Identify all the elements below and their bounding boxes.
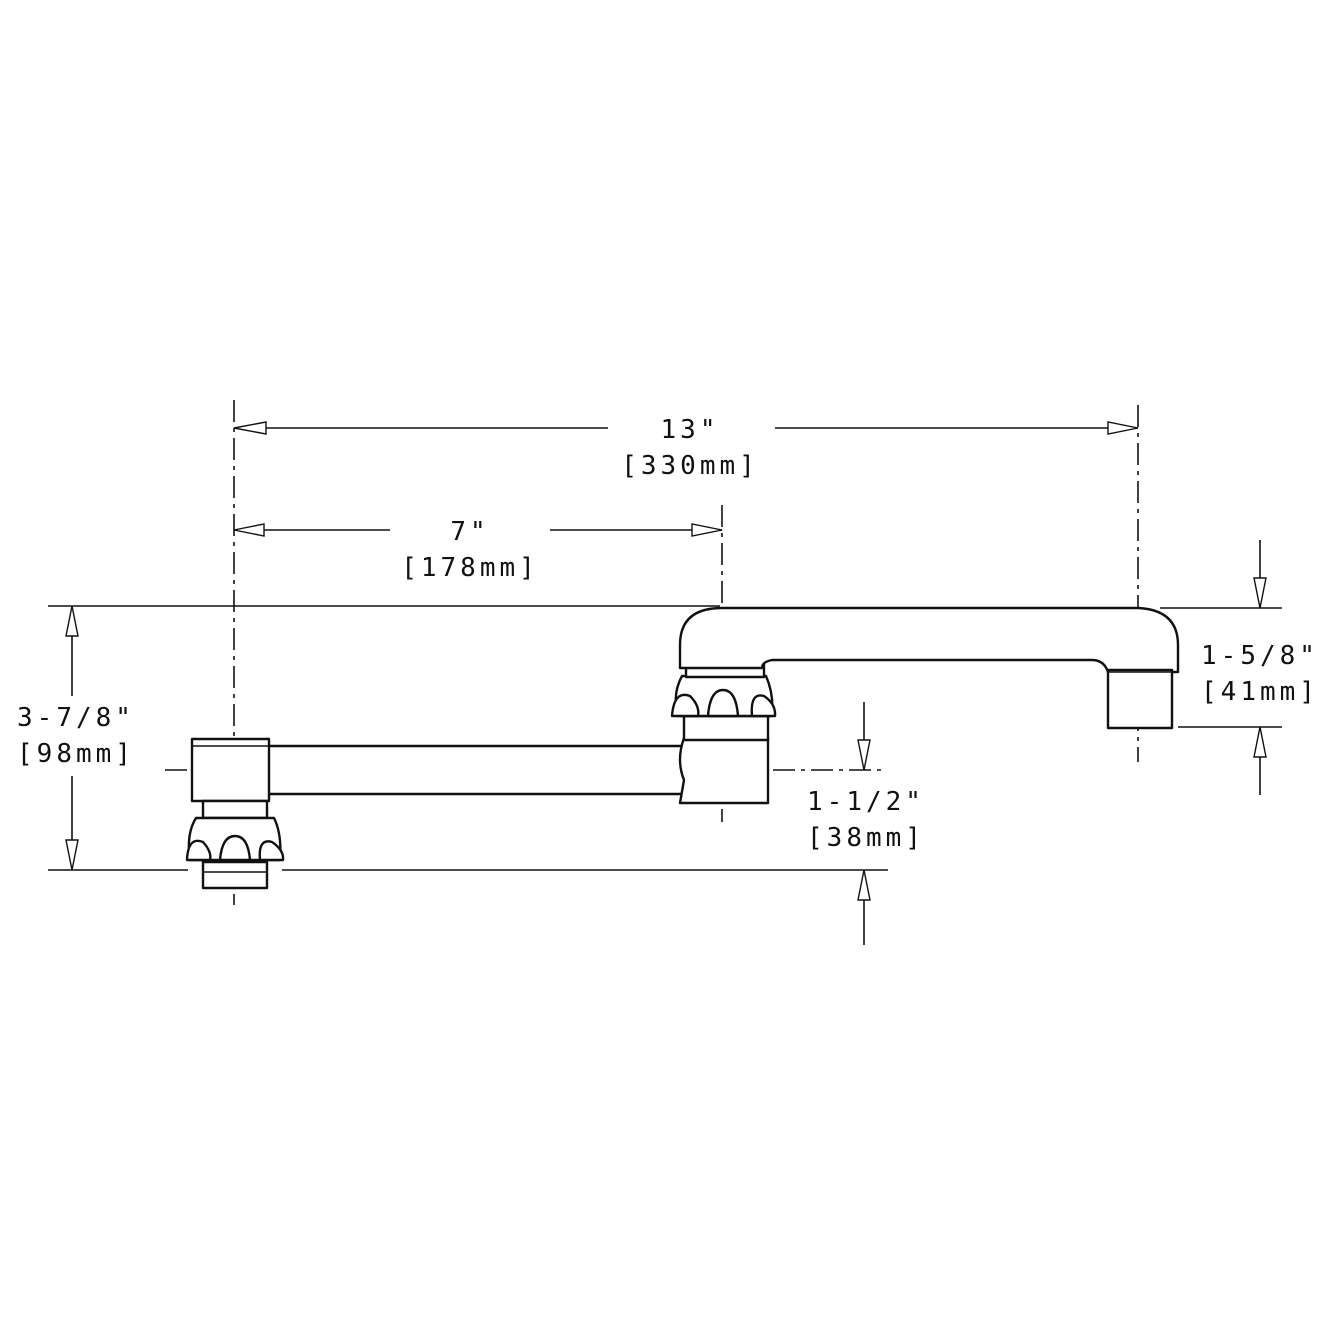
overall-length-imperial: 13" — [661, 415, 720, 445]
overall-length-metric: [330mm] — [621, 451, 759, 481]
spout-drop-dimension — [1160, 540, 1282, 795]
middle-swivel — [670, 660, 777, 805]
overall-height-dimension — [48, 605, 888, 871]
overall-length-dimension — [233, 421, 1139, 435]
swing-length-imperial: 7" — [450, 517, 489, 547]
overall-height-metric: [98mm] — [17, 739, 135, 769]
lower-arm-height-imperial: 1-1/2" — [807, 787, 925, 817]
overall-height-imperial: 3-7/8" — [17, 703, 135, 733]
lower-swing-arm — [185, 737, 688, 890]
spout-drop-imperial: 1-5/8" — [1201, 641, 1319, 671]
upper-spout — [678, 606, 1180, 730]
lower-arm-height-dimension — [857, 702, 871, 945]
swing-length-dimension — [233, 523, 723, 537]
swing-length-metric: [178mm] — [401, 553, 539, 583]
lower-arm-height-metric: [38mm] — [807, 823, 925, 853]
spout-drop-metric: [41mm] — [1201, 677, 1319, 707]
